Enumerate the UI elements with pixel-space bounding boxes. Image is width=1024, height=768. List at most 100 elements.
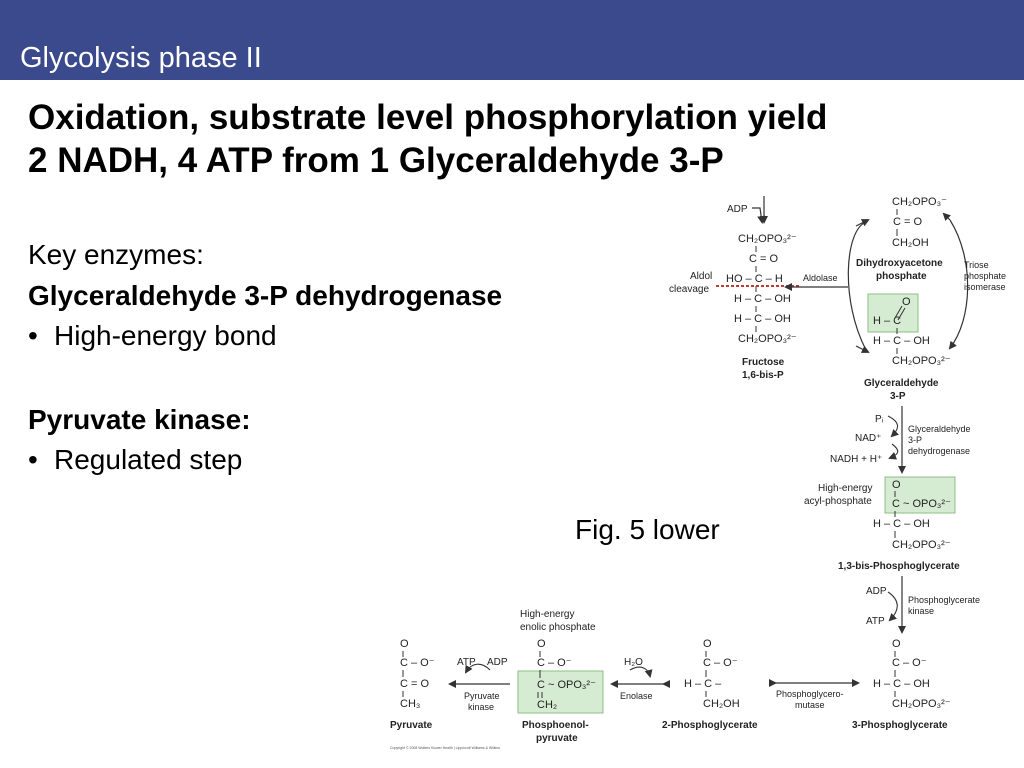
pep-label: Phosphoenol- xyxy=(522,720,589,731)
pk-label: Pyruvate xyxy=(464,691,500,701)
bpg-highlight-box xyxy=(884,476,956,514)
pg2-structure: O C – O⁻ H – C – CH₂OH xyxy=(684,638,740,710)
pep-top-label: High-energy xyxy=(520,609,574,620)
aldolase-branch-curve xyxy=(847,221,867,351)
enzyme-1-bullet-text: High-energy bond xyxy=(54,320,277,351)
pg3-atom: O xyxy=(892,638,901,650)
pep-atom: CH₂ xyxy=(537,699,557,711)
pep-label: pyruvate xyxy=(536,733,578,744)
acyl-label: acyl-phosphate xyxy=(804,496,872,507)
pk-atp-label: ATP xyxy=(457,657,476,668)
pg3-atom: CH₂OPO₃²⁻ xyxy=(892,698,951,710)
bpg-atom: CH₂OPO₃²⁻ xyxy=(892,539,951,551)
g3p-atom: H – C xyxy=(873,315,901,327)
isomerase-label: Triose xyxy=(964,260,989,270)
fructose-label: 1,6-bis-P xyxy=(742,370,784,381)
enzyme-2-name: Pyruvate kinase: xyxy=(28,404,251,435)
pyruvate-atom: C – O⁻ xyxy=(400,657,435,669)
nad-label: NAD⁺ xyxy=(855,433,881,444)
pg3-atom: H – C – OH xyxy=(873,678,930,690)
g3pdh-label: 3-P xyxy=(908,435,922,445)
isomerase-label: isomerase xyxy=(964,282,1006,292)
header-bar: Glycolysis phase II xyxy=(0,0,1024,80)
g3pdh-label: dehydrogenase xyxy=(908,446,970,456)
aldol-label: cleavage xyxy=(669,284,709,295)
pep-structure: O C – O⁻ C ~ OPO₃²⁻ CH₂ xyxy=(537,638,596,711)
adp-top-label: ADP xyxy=(727,204,748,215)
pg2-label: 2-Phosphoglycerate xyxy=(662,720,758,731)
g3pdh-label: Glyceraldehyde xyxy=(908,424,971,434)
headline-line-1: Oxidation, substrate level phosphorylati… xyxy=(28,98,828,137)
pg2-atom: O xyxy=(703,638,712,650)
bpg-atom: H – C – OH xyxy=(873,518,930,530)
enzyme-1-bullet: • High-energy bond xyxy=(28,320,277,352)
g3p-label: Glyceraldehyde xyxy=(864,378,939,389)
headline-line-2: 2 NADH, 4 ATP from 1 Glyceraldehyde 3-P xyxy=(28,141,724,180)
pg3-label: 3-Phosphoglycerate xyxy=(852,720,948,731)
enzyme-1-name: Glyceraldehyde 3-P dehydrogenase xyxy=(28,280,503,311)
pk-label: kinase xyxy=(468,702,494,712)
pep-atom: C ~ OPO₃²⁻ xyxy=(537,679,596,691)
fructose-atom: HO – C – H xyxy=(726,273,783,285)
dhap-structure: CH₂OPO₃⁻ C = O CH₂OH xyxy=(892,196,947,249)
dhap-label: Dihydroxyacetone xyxy=(856,258,943,269)
bullet-icon: • xyxy=(28,444,38,475)
pi-label: Pᵢ xyxy=(875,414,884,425)
fructose-atom: CH₂OPO₃²⁻ xyxy=(738,333,797,345)
headline: Oxidation, substrate level phosphorylati… xyxy=(28,96,827,182)
pyruvate-atom: CH₃ xyxy=(400,698,420,710)
fructose-atom: H – C – OH xyxy=(734,293,791,305)
pg2-atom: CH₂OH xyxy=(703,698,740,710)
slide-title: Glycolysis phase II xyxy=(20,42,262,74)
pgk-adp-label: ADP xyxy=(866,586,887,597)
g3p-structure: O H – C H – C – OH CH₂OPO₃²⁻ xyxy=(873,296,951,367)
isomerase-label: phosphate xyxy=(964,271,1006,281)
pgk-atp-label: ATP xyxy=(866,616,885,627)
pyruvate-structure: O C – O⁻ C = O CH₃ xyxy=(400,638,435,710)
acyl-label: High-energy xyxy=(818,483,872,494)
pg3-structure: O C – O⁻ H – C – OH CH₂OPO₃²⁻ xyxy=(873,638,951,710)
g3p-label: 3-P xyxy=(890,391,906,402)
pg2-atom: C – O⁻ xyxy=(703,657,738,669)
bpg-label: 1,3-bis-Phosphoglycerate xyxy=(838,561,960,572)
mutase-label: mutase xyxy=(795,700,825,710)
g3p-atom: CH₂OPO₃²⁻ xyxy=(892,355,951,367)
pyruvate-label: Pyruvate xyxy=(390,720,433,731)
dhap-atom: CH₂OPO₃⁻ xyxy=(892,196,947,208)
fructose-structure: CH₂OPO₃²⁻ C = O HO – C – H H – C – OH H … xyxy=(726,233,797,345)
fructose-atom: H – C – OH xyxy=(734,313,791,325)
pk-adp-label: ADP xyxy=(487,657,508,668)
g3p-atom: H – C – OH xyxy=(873,335,930,347)
aldolase-label: Aldolase xyxy=(803,273,838,283)
bpg-atom: C ~ OPO₃²⁻ xyxy=(892,498,951,510)
dhap-label: phosphate xyxy=(876,271,927,282)
enolase-label: Enolase xyxy=(620,691,653,701)
aldol-label: Aldol xyxy=(690,271,712,282)
mutase-label: Phosphoglycero- xyxy=(776,689,844,699)
fructose-atom: CH₂OPO₃²⁻ xyxy=(738,233,797,245)
adp-arrow xyxy=(752,207,766,224)
bpg-atom: O xyxy=(892,479,901,491)
enzyme-2-bullet: • Regulated step xyxy=(28,444,242,476)
dhap-atom: C = O xyxy=(893,216,922,228)
pep-top-label: enolic phosphate xyxy=(520,622,596,633)
enzyme-2-bullet-text: Regulated step xyxy=(54,444,243,475)
h2o-label: H₂O xyxy=(624,657,643,668)
pyruvate-atom: C = O xyxy=(400,678,429,690)
bullet-icon: • xyxy=(28,320,38,351)
copyright-text: Copyright © 2008 Wolters Kluwer Health |… xyxy=(390,746,500,750)
isomerase-arrow xyxy=(948,219,969,350)
dhap-atom: CH₂OH xyxy=(892,237,929,249)
figure-caption: Fig. 5 lower xyxy=(575,514,720,545)
pgk-label: Phosphoglycerate xyxy=(908,595,980,605)
g3p-highlight-box xyxy=(867,293,919,333)
pg3-atom: C – O⁻ xyxy=(892,657,927,669)
pep-atom: C – O⁻ xyxy=(537,657,572,669)
g3p-atom: O xyxy=(902,296,911,308)
nadh-label: NADH + H⁺ xyxy=(830,454,882,465)
pgk-label: kinase xyxy=(908,606,934,616)
fructose-label: Fructose xyxy=(742,357,785,368)
bpg-structure: O C ~ OPO₃²⁻ H – C – OH CH₂OPO₃²⁻ xyxy=(873,479,951,551)
pg2-atom: H – C – xyxy=(684,678,722,690)
